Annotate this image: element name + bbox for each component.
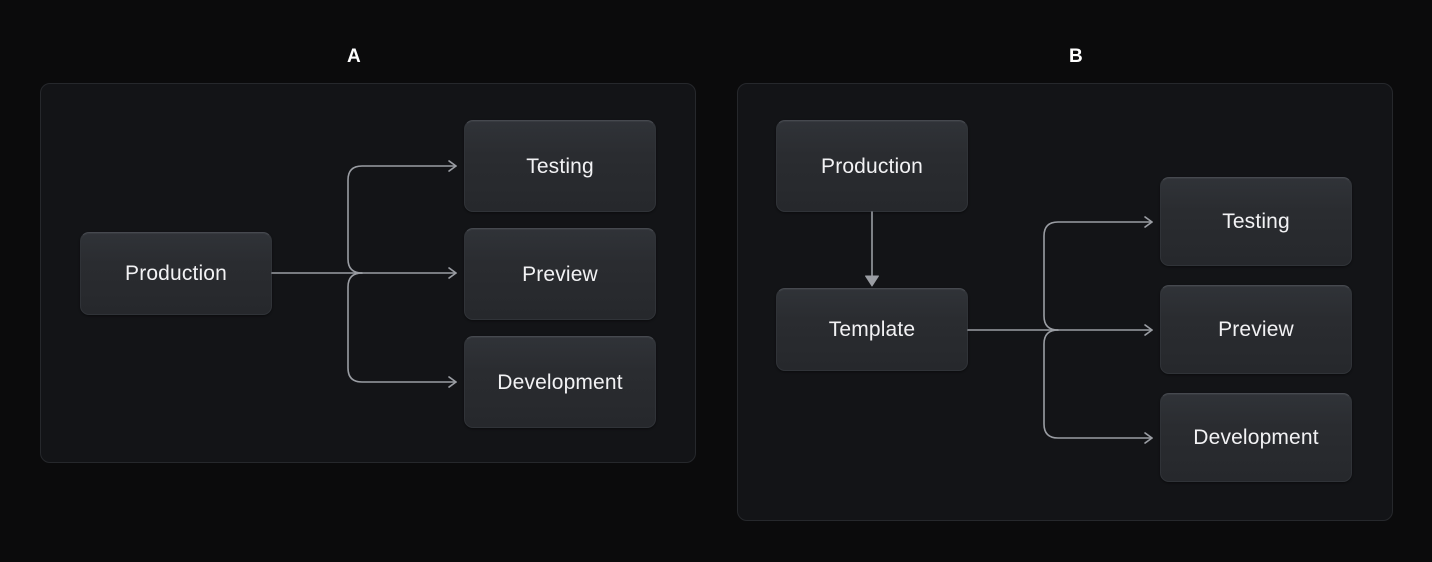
node-label: Development [497, 370, 623, 394]
node-label: Template [828, 318, 916, 341]
node-a-production[interactable]: Production [80, 232, 272, 315]
node-b-testing[interactable]: Testing [1160, 177, 1352, 266]
node-label: Preview [522, 262, 598, 286]
node-b-development[interactable]: Development [1160, 393, 1352, 482]
node-b-preview[interactable]: Preview [1160, 285, 1352, 374]
node-label: Development [1193, 426, 1319, 449]
node-label: Testing [1222, 210, 1290, 233]
node-a-development[interactable]: Development [464, 336, 656, 428]
panel-caption-b: B [1068, 46, 1084, 67]
node-a-testing[interactable]: Testing [464, 120, 656, 212]
node-b-template[interactable]: Template [776, 288, 968, 371]
node-a-preview[interactable]: Preview [464, 228, 656, 320]
node-label: Testing [526, 154, 594, 178]
node-label: Production [821, 154, 923, 178]
node-b-production[interactable]: Production [776, 120, 968, 212]
node-label: Preview [1218, 318, 1294, 341]
panel-caption-a: A [346, 46, 362, 67]
node-label: Production [125, 262, 227, 285]
